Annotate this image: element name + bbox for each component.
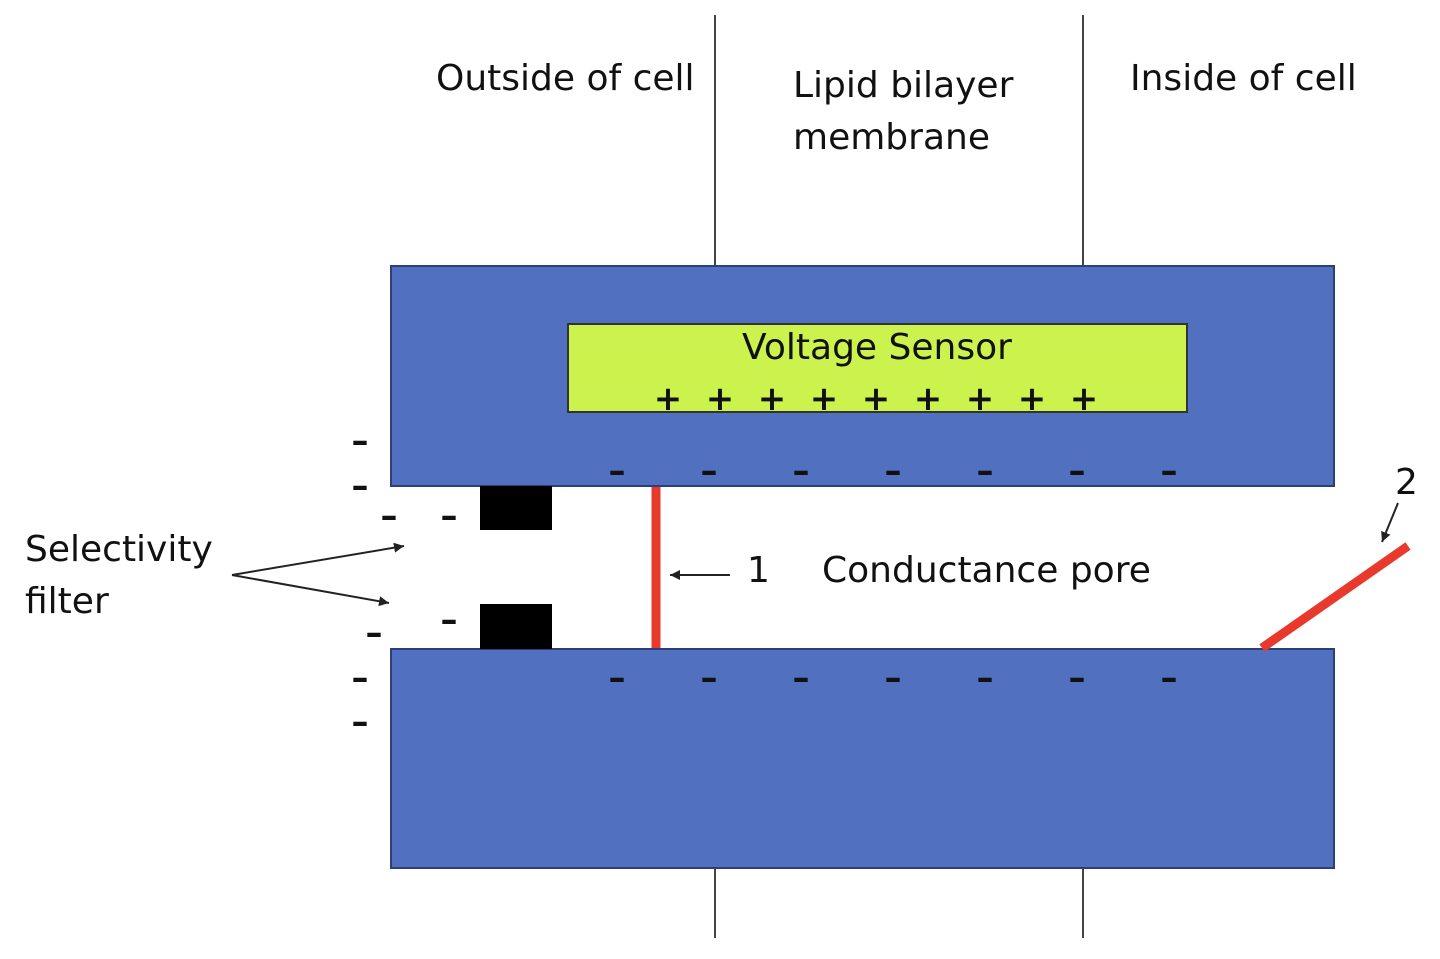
lipid-bilayer-label-line1: Lipid bilayer bbox=[793, 65, 1014, 106]
minus-sign: – bbox=[793, 451, 810, 491]
minus-sign: – bbox=[441, 496, 458, 536]
minus-sign: – bbox=[701, 658, 718, 698]
selectivity-filter-lower bbox=[480, 604, 552, 649]
selectivity-arrow-lower bbox=[231, 574, 390, 607]
gate-1-label: 1 bbox=[747, 550, 770, 591]
minus-sign: – bbox=[381, 496, 398, 536]
plus-sign: + bbox=[654, 379, 683, 419]
minus-sign: – bbox=[701, 451, 718, 491]
selectivity-filter-label-line2: filter bbox=[25, 581, 109, 622]
conductance-pore-label: Conductance pore bbox=[822, 550, 1151, 591]
minus-sign: – bbox=[352, 466, 369, 506]
plus-sign: + bbox=[706, 379, 735, 419]
selectivity-filter-upper bbox=[480, 486, 552, 530]
minus-sign: – bbox=[1161, 451, 1178, 491]
plus-sign: + bbox=[914, 379, 943, 419]
voltage-sensor-label: Voltage Sensor bbox=[742, 327, 1012, 368]
minus-sign: – bbox=[793, 658, 810, 698]
gate-2-arrow bbox=[1381, 502, 1399, 543]
minus-sign: – bbox=[885, 451, 902, 491]
selectivity-arrow-upper bbox=[231, 542, 405, 576]
minus-sign: – bbox=[977, 658, 994, 698]
minus-sign: – bbox=[1069, 451, 1086, 491]
plus-sign: + bbox=[862, 379, 891, 419]
outside-of-cell-label: Outside of cell bbox=[436, 58, 695, 99]
upper-pore-negative-charges: ––––––– bbox=[609, 451, 1178, 491]
lipid-bilayer-label-line2: membrane bbox=[793, 117, 990, 158]
minus-sign: – bbox=[352, 658, 369, 698]
minus-sign: – bbox=[352, 702, 369, 742]
voltage-sensor-plus-charges: + + + + + + + + + bbox=[654, 379, 1099, 419]
lower-protein-block bbox=[390, 648, 1335, 869]
minus-sign: – bbox=[1161, 658, 1178, 698]
voltage-sensor-box bbox=[567, 323, 1188, 413]
minus-sign: – bbox=[366, 613, 383, 653]
plus-sign: + bbox=[758, 379, 787, 419]
minus-sign: – bbox=[441, 600, 458, 640]
minus-sign: – bbox=[885, 658, 902, 698]
plus-sign: + bbox=[1018, 379, 1047, 419]
inside-of-cell-label: Inside of cell bbox=[1130, 58, 1357, 99]
plus-sign: + bbox=[966, 379, 995, 419]
plus-sign: + bbox=[810, 379, 839, 419]
gate-2-open bbox=[1259, 542, 1411, 652]
minus-sign: – bbox=[977, 451, 994, 491]
gate-2-label: 2 bbox=[1395, 462, 1418, 503]
selectivity-filter-label-line1: Selectivity bbox=[25, 529, 213, 570]
outer-negative-charges: – – – – – – – – bbox=[352, 421, 458, 742]
minus-sign: – bbox=[609, 451, 626, 491]
minus-sign: – bbox=[609, 658, 626, 698]
lower-pore-negative-charges: ––––––– bbox=[609, 658, 1178, 698]
plus-sign: + bbox=[1070, 379, 1099, 419]
minus-sign: – bbox=[1069, 658, 1086, 698]
minus-sign: – bbox=[352, 421, 369, 461]
